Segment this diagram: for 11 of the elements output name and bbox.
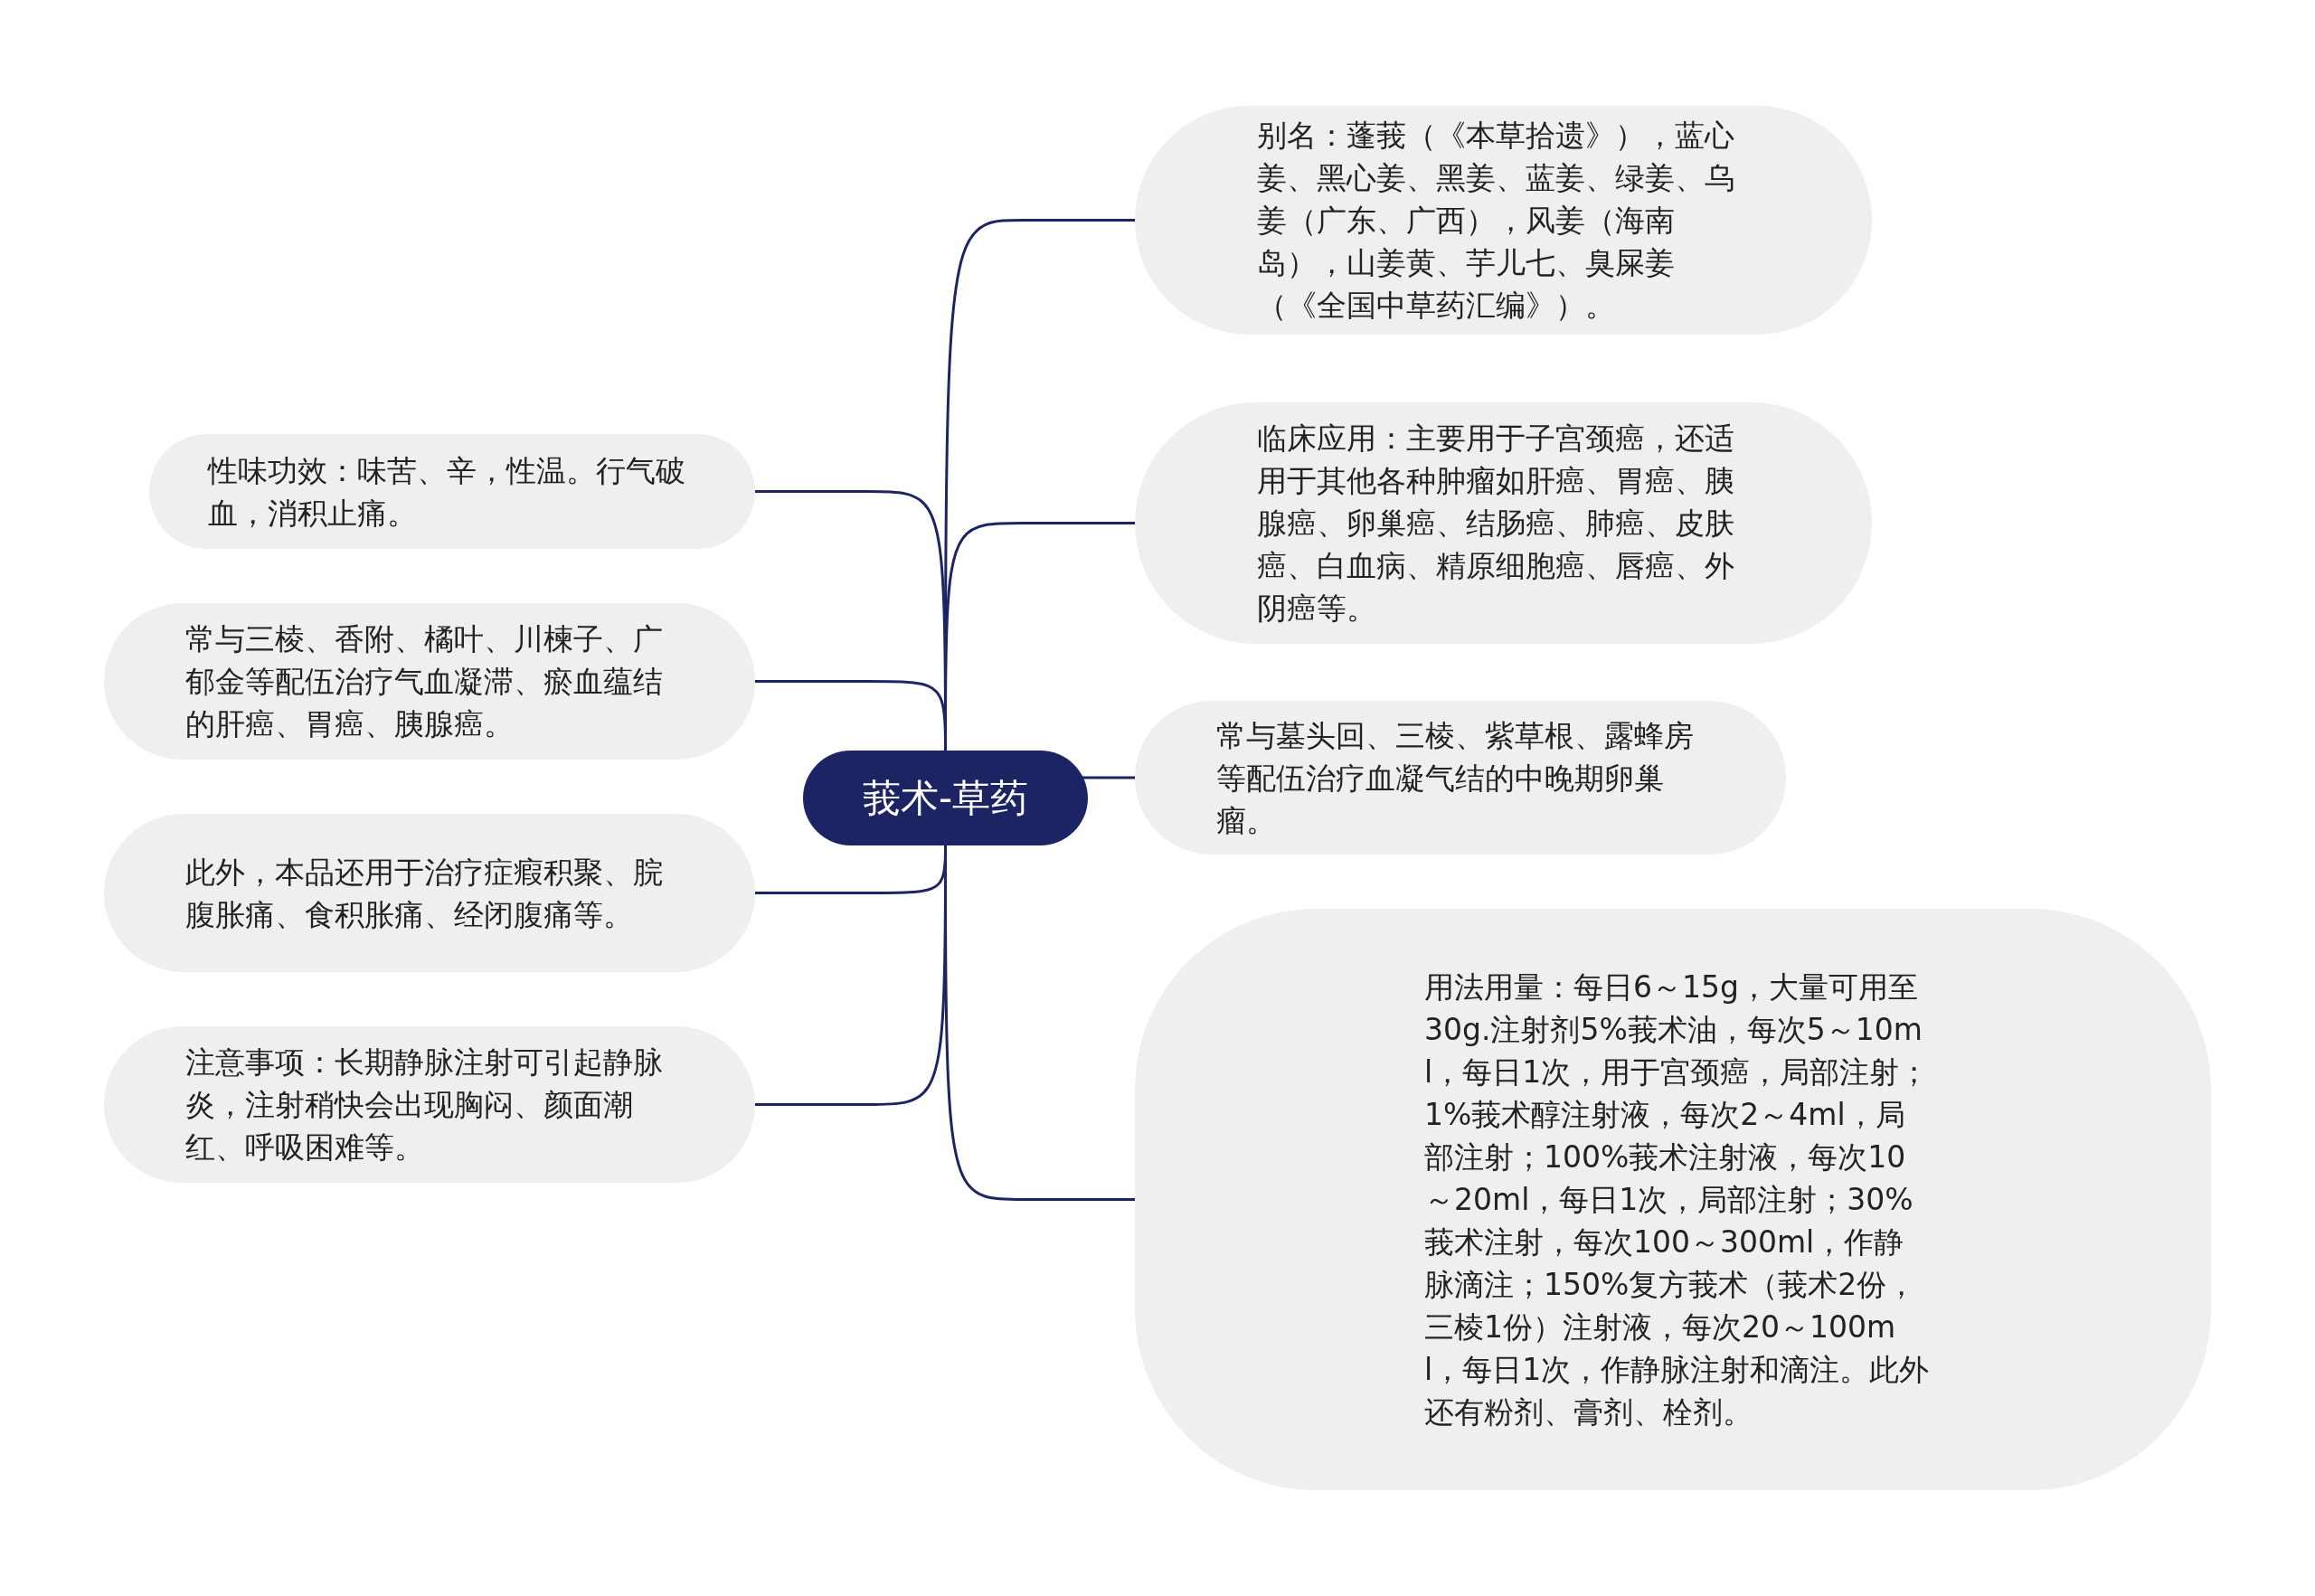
connector-line — [755, 845, 947, 1106]
topic-text: 此外，本品还用于治疗症瘕积聚、脘腹胀痛、食积胀痛、经闭腹痛等。 — [185, 853, 664, 934]
topic-text: 注意事项：长期静脉注射可引起静脉炎，注射稍快会出现胸闷、颜面潮红、呼吸困难等。 — [185, 1044, 664, 1166]
topic-text: 常与三棱、香附、橘叶、川楝子、广郁金等配伍治疗气血凝滞、瘀血蕴结的肝癌、胃癌、胰腺癌。 — [185, 620, 664, 743]
connector-line — [755, 680, 947, 751]
topic-text: 临床应用：主要用于子宫颈癌，还适用于其他各种肿瘤如肝癌、胃癌、胰腺癌、卵巢癌、结肠癌、肺癌、皮肤癌、白血病、精原细胞癌、唇癌、外阴癌等。 — [1257, 420, 1735, 628]
topic-text: 性味功效：味苦、辛，性温。行气破血，消积止痛。 — [208, 451, 686, 533]
topic-text: 常与墓头回、三棱、紫草根、露蜂房等配伍治疗血凝气结的中晚期卵巢瘤。 — [1216, 716, 1695, 840]
topic-title: 莪术-草药 — [862, 775, 1029, 821]
topic-text: 别名：蓬莪（《本草拾遗》），蓝心姜、黑心姜、黑姜、蓝姜、绿姜、乌姜（广东、广西），风姜（海南岛），山姜黄、芋儿七、臭屎姜（《全国中草药汇编》）。 — [1257, 117, 1735, 325]
topic-text: 用法用量：每日6～15g，大量可用至30g.注射剂5%莪术油，每次5～10ml，每日1次，用于宫颈癌，局部注射；1%莪术醇注射液，每次2～4ml，局部注射；100%莪术注射液，每次10～20ml，每日1次，局部注射；30%莪术注射，每次100～300ml，作静脉滴注；150%复方莪术（莪术2份，三棱1份）注射液，每次20～100ml，每日1次，作静脉注射和滴注。此外还有粉剂、膏剂、栓剂。 — [1424, 968, 1931, 1431]
